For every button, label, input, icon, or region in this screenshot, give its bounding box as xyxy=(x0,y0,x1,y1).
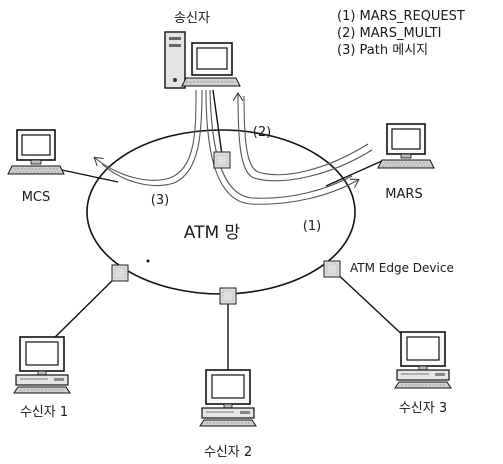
link-mcs-cloud xyxy=(61,169,119,183)
legend-item-3: (3) Path 메시지 xyxy=(337,43,428,58)
receiver3-computer-icon xyxy=(394,331,452,389)
mars-computer-icon xyxy=(377,123,435,169)
message-flows xyxy=(95,89,373,205)
edge-device-top xyxy=(213,151,231,169)
step-label-2: (2) xyxy=(253,125,271,140)
network-label: ATM 망 xyxy=(184,223,241,243)
edge-device-bottom xyxy=(219,287,237,305)
link-receiver3-edge xyxy=(331,268,409,341)
flow-request-1 xyxy=(205,89,358,205)
sender-label: 송신자 xyxy=(174,11,210,26)
receiver1-label: 수신자 1 xyxy=(20,405,68,420)
step-label-1: (1) xyxy=(303,219,321,234)
connection-lines xyxy=(41,89,409,376)
legend-item-1: (1) MARS_REQUEST xyxy=(337,9,465,24)
network-dot xyxy=(146,259,150,263)
legend: (1) MARS_REQUEST (2) MARS_MULTI (3) Path… xyxy=(337,9,465,58)
flow-path-message-2 xyxy=(101,89,203,186)
edge-device-right xyxy=(323,260,341,278)
sender-computer-icon xyxy=(164,31,241,89)
receiver3-label: 수신자 3 xyxy=(399,401,447,416)
legend-item-2: (2) MARS_MULTI xyxy=(337,26,441,41)
flow-multi-2 xyxy=(243,95,369,176)
receiver2-computer-icon xyxy=(199,369,257,427)
flow-multi-1 xyxy=(238,94,373,182)
mcs-computer-icon xyxy=(7,129,65,175)
step-label-3: (3) xyxy=(151,193,169,208)
flow-request-2 xyxy=(209,89,353,199)
edge-device-label: ATM Edge Device xyxy=(350,261,454,275)
receiver2-label: 수신자 2 xyxy=(204,445,252,460)
mars-label: MARS xyxy=(385,187,422,202)
receiver1-computer-icon xyxy=(13,336,71,394)
link-sender-edge xyxy=(212,89,223,156)
link-mars-cloud xyxy=(325,159,385,187)
flow-path-message-1 xyxy=(95,89,197,181)
edge-device-left xyxy=(111,264,129,282)
mcs-label: MCS xyxy=(22,190,51,205)
